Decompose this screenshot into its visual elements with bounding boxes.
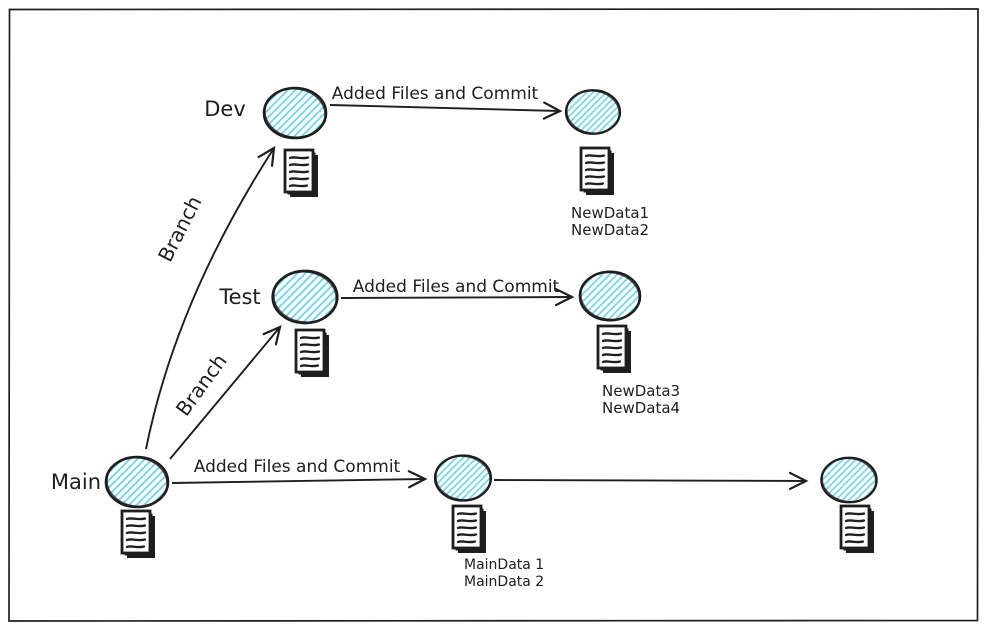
test-row: Test Added Files and Commit NewData3 New… (218, 266, 680, 417)
commit-arrow-label-dev: Added Files and Commit (332, 84, 539, 104)
branch-name-main: Main (51, 470, 101, 494)
data-label-main-2: MainData 2 (464, 574, 544, 590)
commit-node-test-2 (576, 267, 644, 325)
commit-arrow-dev (329, 101, 563, 120)
branch-name-dev: Dev (204, 97, 246, 121)
commit-node-main-3 (818, 453, 880, 507)
branch-arrow-label-dev: Branch (153, 192, 206, 266)
diagram-frame (8, 8, 979, 622)
commit-arrow-test (340, 287, 575, 307)
commit-arrow-label-main: Added Files and Commit (194, 457, 401, 477)
branch-arrow-label-test: Branch (171, 349, 232, 420)
branch-name-test: Test (218, 285, 260, 309)
commit-arrow-main-1 (171, 470, 428, 489)
dev-row: Dev Added Files and Commit NewData1 NewD… (204, 83, 649, 239)
commit-node-dev-1 (260, 83, 330, 143)
document-icon-main-2 (451, 504, 488, 555)
data-label-dev-1: NewData1 (571, 204, 649, 222)
commit-node-main-2 (432, 451, 494, 505)
data-label-dev-2: NewData2 (571, 221, 649, 239)
commit-arrow-main-2 (493, 471, 809, 491)
branch-arrow-to-test (169, 325, 282, 460)
branch-arrow-to-dev (145, 145, 276, 450)
document-icon-test-2 (596, 324, 633, 375)
main-row: Main Added Files and Commit MainData 1 M… (51, 451, 880, 590)
document-icon-dev-2 (579, 146, 616, 197)
commit-arrow-label-test: Added Files and Commit (353, 277, 560, 297)
document-icon-dev-1 (283, 148, 320, 199)
document-icon-test-1 (294, 328, 331, 379)
data-label-main-1: MainData 1 (464, 557, 544, 573)
document-icon-main-1 (120, 509, 157, 560)
commit-node-main-1 (102, 452, 172, 512)
commit-node-dev-2 (563, 86, 623, 138)
data-label-test-1: NewData3 (602, 382, 680, 400)
data-label-test-2: NewData4 (602, 399, 680, 417)
commit-node-test-1 (269, 266, 341, 328)
document-icon-main-3 (839, 504, 876, 555)
